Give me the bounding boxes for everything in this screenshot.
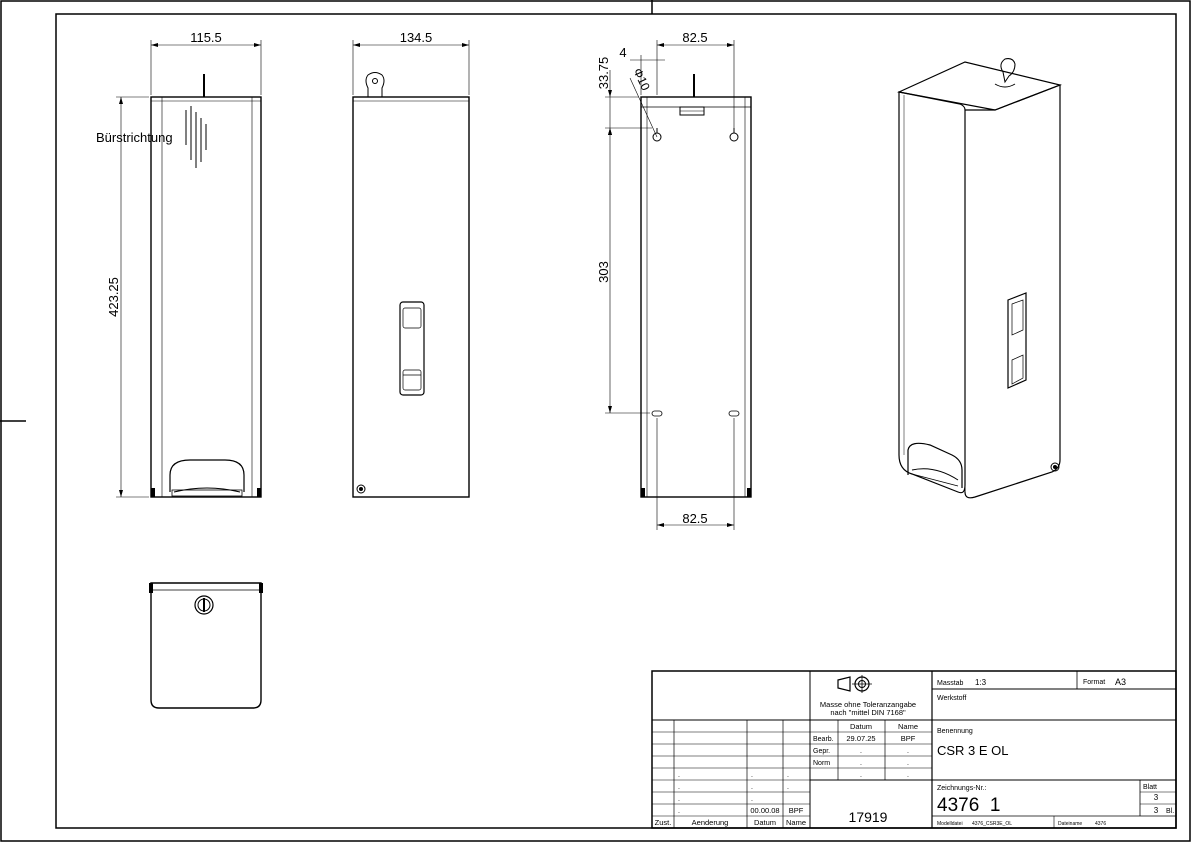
rear-dimensions xyxy=(605,40,735,530)
format-value: A3 xyxy=(1115,677,1126,687)
rear-top-value: 33.75 xyxy=(596,57,611,90)
gepr-name: . xyxy=(907,748,909,755)
dateiname-value: 4376 xyxy=(1095,821,1106,827)
front-width-value: 115.5 xyxy=(190,30,222,45)
zust-header: Zust. xyxy=(655,818,672,827)
benennung-label: Benennung xyxy=(937,728,973,735)
benennung-value: CSR 3 E OL xyxy=(937,743,1009,758)
revision-dot: . xyxy=(678,772,680,779)
format-label: Format xyxy=(1083,679,1105,686)
revision-date: 00.00.08 xyxy=(750,806,779,815)
rear-hole-diameter-value: Φ10 xyxy=(630,66,653,93)
projection-symbol-icon xyxy=(837,675,872,693)
blatt-label: Blatt xyxy=(1143,784,1157,791)
norm-label: Norm xyxy=(813,760,830,767)
modelldatei-value: 4376_CSR3E_OL xyxy=(972,821,1012,827)
check-name: . xyxy=(907,772,909,779)
dateiname-label: Dateiname xyxy=(1058,821,1082,827)
front-view xyxy=(150,74,262,498)
blatt-total: 3 xyxy=(1154,806,1159,815)
col-datum-header: Datum xyxy=(850,722,872,731)
revision-name: BPF xyxy=(789,806,804,815)
front-height-value: 423.25 xyxy=(106,277,121,317)
tolerance-note-line2: nach "mittel DIN 7168" xyxy=(830,708,906,717)
bl-label: Bl. xyxy=(1166,808,1174,815)
side-width-value: 134.5 xyxy=(400,30,433,45)
rear-top-width-value: 82.5 xyxy=(682,30,707,45)
revision-dot: . xyxy=(678,796,680,803)
revision-dot: . xyxy=(787,784,789,791)
brush-direction-marks xyxy=(185,106,207,168)
title-block xyxy=(651,670,1177,829)
bearb-label: Bearb. xyxy=(813,736,834,743)
aenderung-header: Aenderung xyxy=(692,818,729,827)
gepr-label: Gepr. xyxy=(813,748,830,755)
name-header: Name xyxy=(786,818,806,827)
brush-direction-label: Bürstrichtung xyxy=(96,130,173,145)
bearb-name: BPF xyxy=(901,734,916,743)
revision-dot: . xyxy=(678,784,680,791)
rear-hole-spacing-value: 303 xyxy=(596,261,611,283)
blatt-value: 3 xyxy=(1154,793,1159,802)
project-number: 17919 xyxy=(849,809,888,825)
side-width-dimension xyxy=(352,40,470,95)
zeichnungs-label: Zeichnungs-Nr.: xyxy=(937,785,986,792)
isometric-view xyxy=(897,58,1063,499)
top-view xyxy=(149,582,263,709)
col-name-header: Name xyxy=(898,722,918,731)
rear-view xyxy=(640,74,752,498)
revision-dot: . xyxy=(787,772,789,779)
norm-date: . xyxy=(860,760,862,767)
revision-dot: . xyxy=(751,796,753,803)
tolerance-note-line1: Masse ohne Toleranzangabe xyxy=(820,700,916,709)
werkstoff-label: Werkstoff xyxy=(937,695,966,702)
rear-offset-value: 4 xyxy=(619,45,626,60)
zeichnungs-value: 4376 1 xyxy=(937,795,1000,816)
revision-dot: . xyxy=(751,784,753,791)
norm-name: . xyxy=(907,760,909,767)
modelldatei-label: Modelldatei xyxy=(937,821,963,827)
revision-dot: . xyxy=(751,772,753,779)
bearb-date: 29.07.25 xyxy=(846,734,875,743)
drawing-frame xyxy=(55,13,1177,829)
gepr-date: . xyxy=(860,748,862,755)
rear-bottom-width-value: 82.5 xyxy=(682,511,707,526)
revision-dot: . xyxy=(678,808,680,815)
side-view xyxy=(352,72,470,498)
masstab-label: Masstab xyxy=(937,680,964,687)
front-height-dimension xyxy=(116,96,149,498)
datum-header: Datum xyxy=(754,818,776,827)
check-date: . xyxy=(860,772,862,779)
front-width-dimension xyxy=(150,40,262,95)
masstab-value: 1:3 xyxy=(975,678,987,687)
